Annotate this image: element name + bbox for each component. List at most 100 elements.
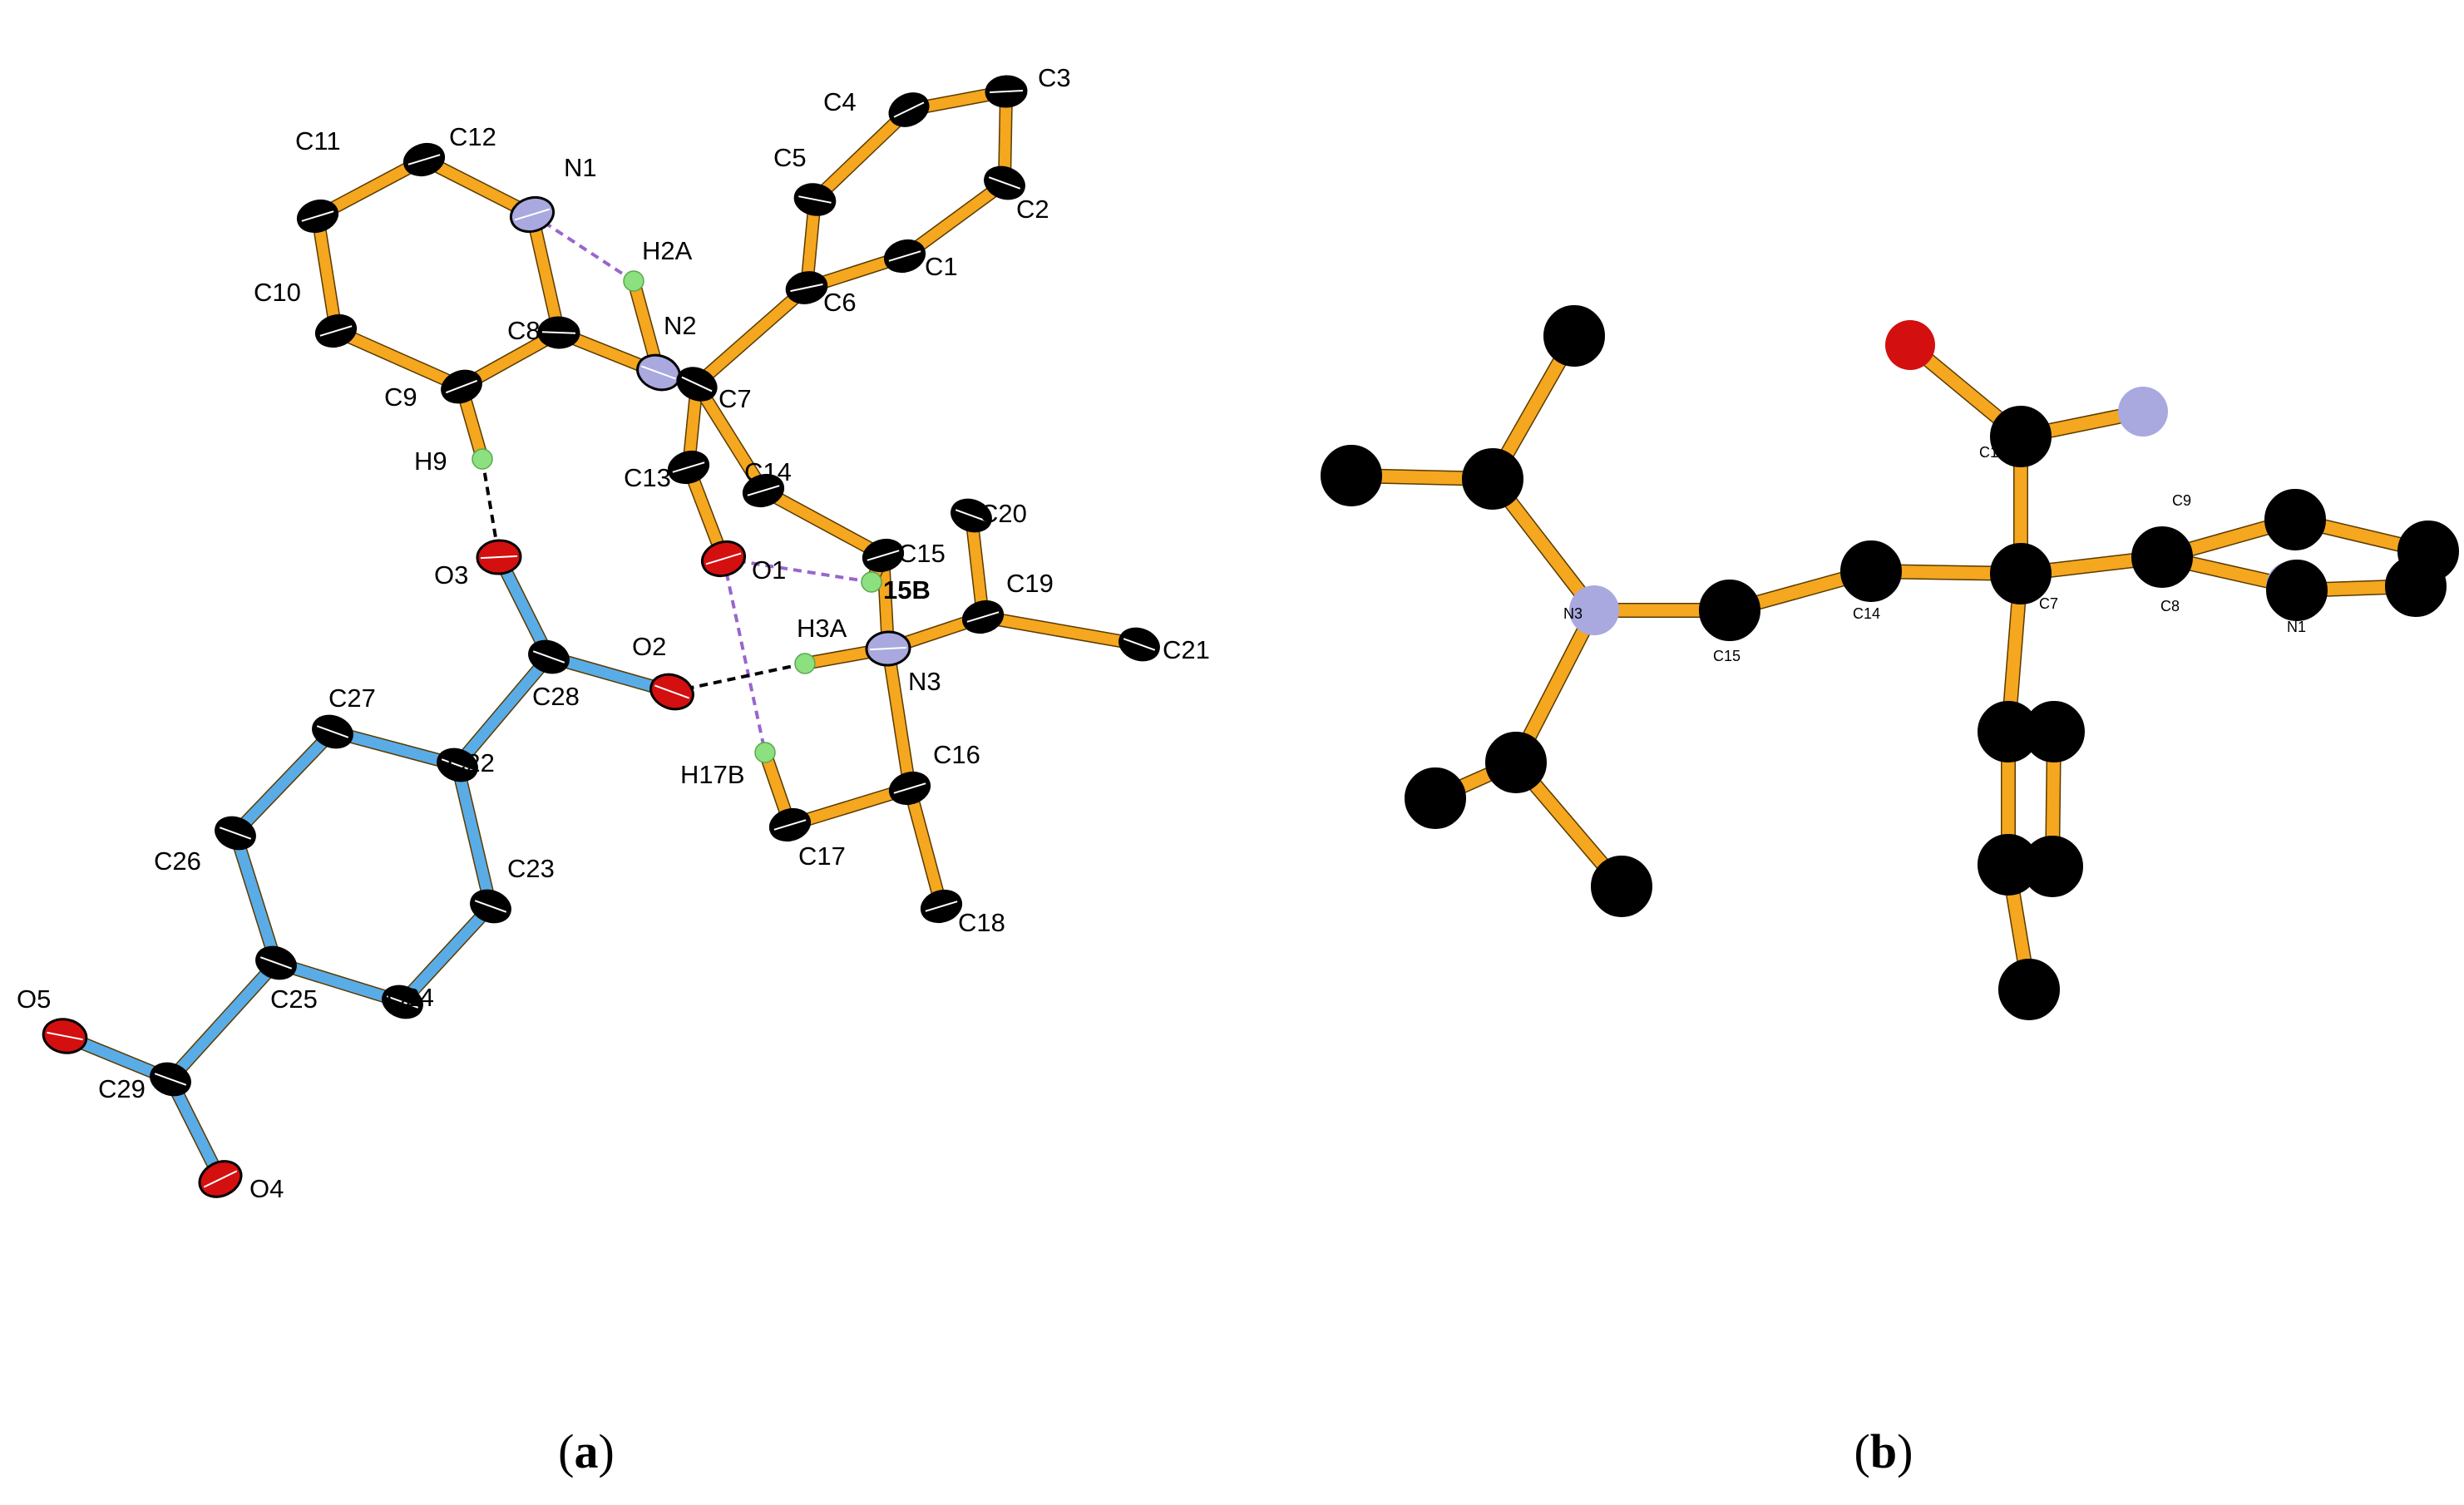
atom-axis-a-C13 xyxy=(672,461,705,473)
bond-a-N1-C12 xyxy=(418,154,538,220)
atom-label-a-C21: C21 xyxy=(1163,635,1210,664)
bond-a-C14-C15 xyxy=(758,485,889,561)
bond-a-C28-C22 xyxy=(452,651,555,771)
atom-axis-a-C2 xyxy=(988,176,1021,190)
atom-axis-a-N1 xyxy=(514,208,551,221)
bond-a-C7-C6 xyxy=(691,282,812,390)
atom-label-a-O3: O3 xyxy=(434,560,468,590)
bond-a-C26-C25 xyxy=(230,827,282,969)
atom-axis-a-C27 xyxy=(316,725,349,738)
atom-axis-a-C25 xyxy=(259,956,293,970)
atom-label-b-N1: N1 xyxy=(2287,619,2306,635)
atom-label-a-C23: C23 xyxy=(507,854,555,883)
bond-a-N3-C16 xyxy=(882,643,916,794)
atom-b-Cd3 xyxy=(1591,856,1652,917)
atom-axis-a-O4 xyxy=(203,1170,238,1188)
atom-label-a-C24: C24 xyxy=(387,983,434,1012)
atom-axis-a-C5 xyxy=(798,195,832,204)
atom-label-a-N2: N2 xyxy=(664,311,697,340)
atom-a-H2A xyxy=(623,270,644,292)
atom-label-a-O5: O5 xyxy=(17,984,51,1014)
caption-a-close: ) xyxy=(599,1424,615,1478)
bond-a-C19-C20 xyxy=(965,510,989,623)
atom-axis-a-C9 xyxy=(445,379,478,394)
atom-label-b-C9: C9 xyxy=(2172,492,2191,509)
atom-label-a-H15B: 15B xyxy=(883,575,931,604)
hbond-a-N1-H2A xyxy=(531,213,635,283)
atom-a-H3A xyxy=(794,653,816,674)
atom-axis-a-C24 xyxy=(386,995,419,1009)
atom-b-Cu2 xyxy=(1543,305,1605,367)
atom-b-Cr2 xyxy=(2385,555,2447,617)
atom-b-C7 xyxy=(1990,543,2052,604)
caption-a-letter: a xyxy=(575,1424,599,1478)
bond-a-C5-C4 xyxy=(809,104,915,205)
atom-b-Cr3 xyxy=(2266,560,2328,621)
atom-label-a-C20: C20 xyxy=(980,499,1027,528)
bond-a-C27-C26 xyxy=(230,726,338,839)
atom-label-a-C17: C17 xyxy=(798,841,846,871)
atom-axis-a-C19 xyxy=(966,611,1000,623)
atom-label-a-C25: C25 xyxy=(270,984,318,1014)
atom-axis-a-C8 xyxy=(541,331,576,334)
atom-b-C15 xyxy=(1699,580,1760,641)
atom-label-a-O1: O1 xyxy=(752,555,786,585)
atom-a-H15B xyxy=(861,571,882,593)
atom-label-a-H17B: H17B xyxy=(680,760,745,789)
atom-axis-a-C15 xyxy=(867,550,900,561)
atom-label-a-C28: C28 xyxy=(532,682,580,711)
atom-axis-a-C6 xyxy=(790,283,823,293)
atom-axis-a-N3 xyxy=(869,646,907,651)
atom-label-a-C13: C13 xyxy=(624,463,671,492)
atom-b-C14 xyxy=(1840,540,1902,602)
atom-axis-a-O5 xyxy=(47,1031,83,1041)
bond-a-C22-C27 xyxy=(327,726,463,771)
atom-label-a-C29: C29 xyxy=(98,1074,146,1103)
atom-label-a-C5: C5 xyxy=(773,143,807,172)
atom-label-a-C2: C2 xyxy=(1016,195,1049,224)
caption-b-open: ( xyxy=(1854,1424,1870,1478)
bond-a-C23-C22 xyxy=(452,759,496,912)
atom-axis-a-C21 xyxy=(1123,638,1156,651)
atom-axis-a-C18 xyxy=(925,901,958,912)
bond-a-C29-O4 xyxy=(165,1073,226,1185)
bond-a-C19-C21 xyxy=(977,611,1145,650)
atom-b-C9 xyxy=(2264,489,2326,550)
atom-axis-a-C12 xyxy=(407,154,441,165)
atom-label-a-C18: C18 xyxy=(958,908,1005,937)
atom-label-a-C12: C12 xyxy=(449,122,496,151)
atom-b-C8 xyxy=(2131,526,2193,588)
atom-b-Cu1 xyxy=(1462,448,1523,510)
atom-b-Cu3 xyxy=(1321,445,1382,506)
hbond-a-O1-H17B xyxy=(722,558,767,753)
atom-b-N xyxy=(2118,387,2168,437)
bond-a-C2-C1 xyxy=(899,177,1010,262)
atom-axis-a-C14 xyxy=(747,485,780,496)
bond-a-O3-C28 xyxy=(493,551,555,663)
atom-b-Cd1 xyxy=(1485,732,1547,793)
atom-label-a-C14: C14 xyxy=(744,457,792,486)
atom-label-a-C11: C11 xyxy=(295,126,341,155)
atom-axis-a-N2 xyxy=(640,365,677,380)
atom-label-a-C10: C10 xyxy=(254,278,301,307)
bond-a-C11-C10 xyxy=(312,210,342,337)
atom-b-C13 xyxy=(1990,406,2052,467)
atom-axis-a-C22 xyxy=(441,758,474,772)
atom-axis-a-C3 xyxy=(989,89,1024,94)
atom-label-a-C4: C4 xyxy=(823,87,857,116)
atom-label-a-H9: H9 xyxy=(414,447,447,476)
atom-b-Cp4 xyxy=(2022,836,2083,897)
atom-axis-a-C28 xyxy=(532,650,565,664)
atom-label-b-C15: C15 xyxy=(1713,648,1741,664)
caption-a: (a) xyxy=(558,1424,615,1478)
bond-a-C8-N1 xyxy=(526,209,565,338)
atom-axis-a-O2 xyxy=(654,684,690,699)
atom-axis-a-C23 xyxy=(474,900,507,913)
atom-b-O xyxy=(1885,320,1935,370)
atom-label-b-C14: C14 xyxy=(1853,605,1880,622)
atom-b-Cd2 xyxy=(1405,767,1466,829)
bond-a-C16-C18 xyxy=(904,782,947,912)
